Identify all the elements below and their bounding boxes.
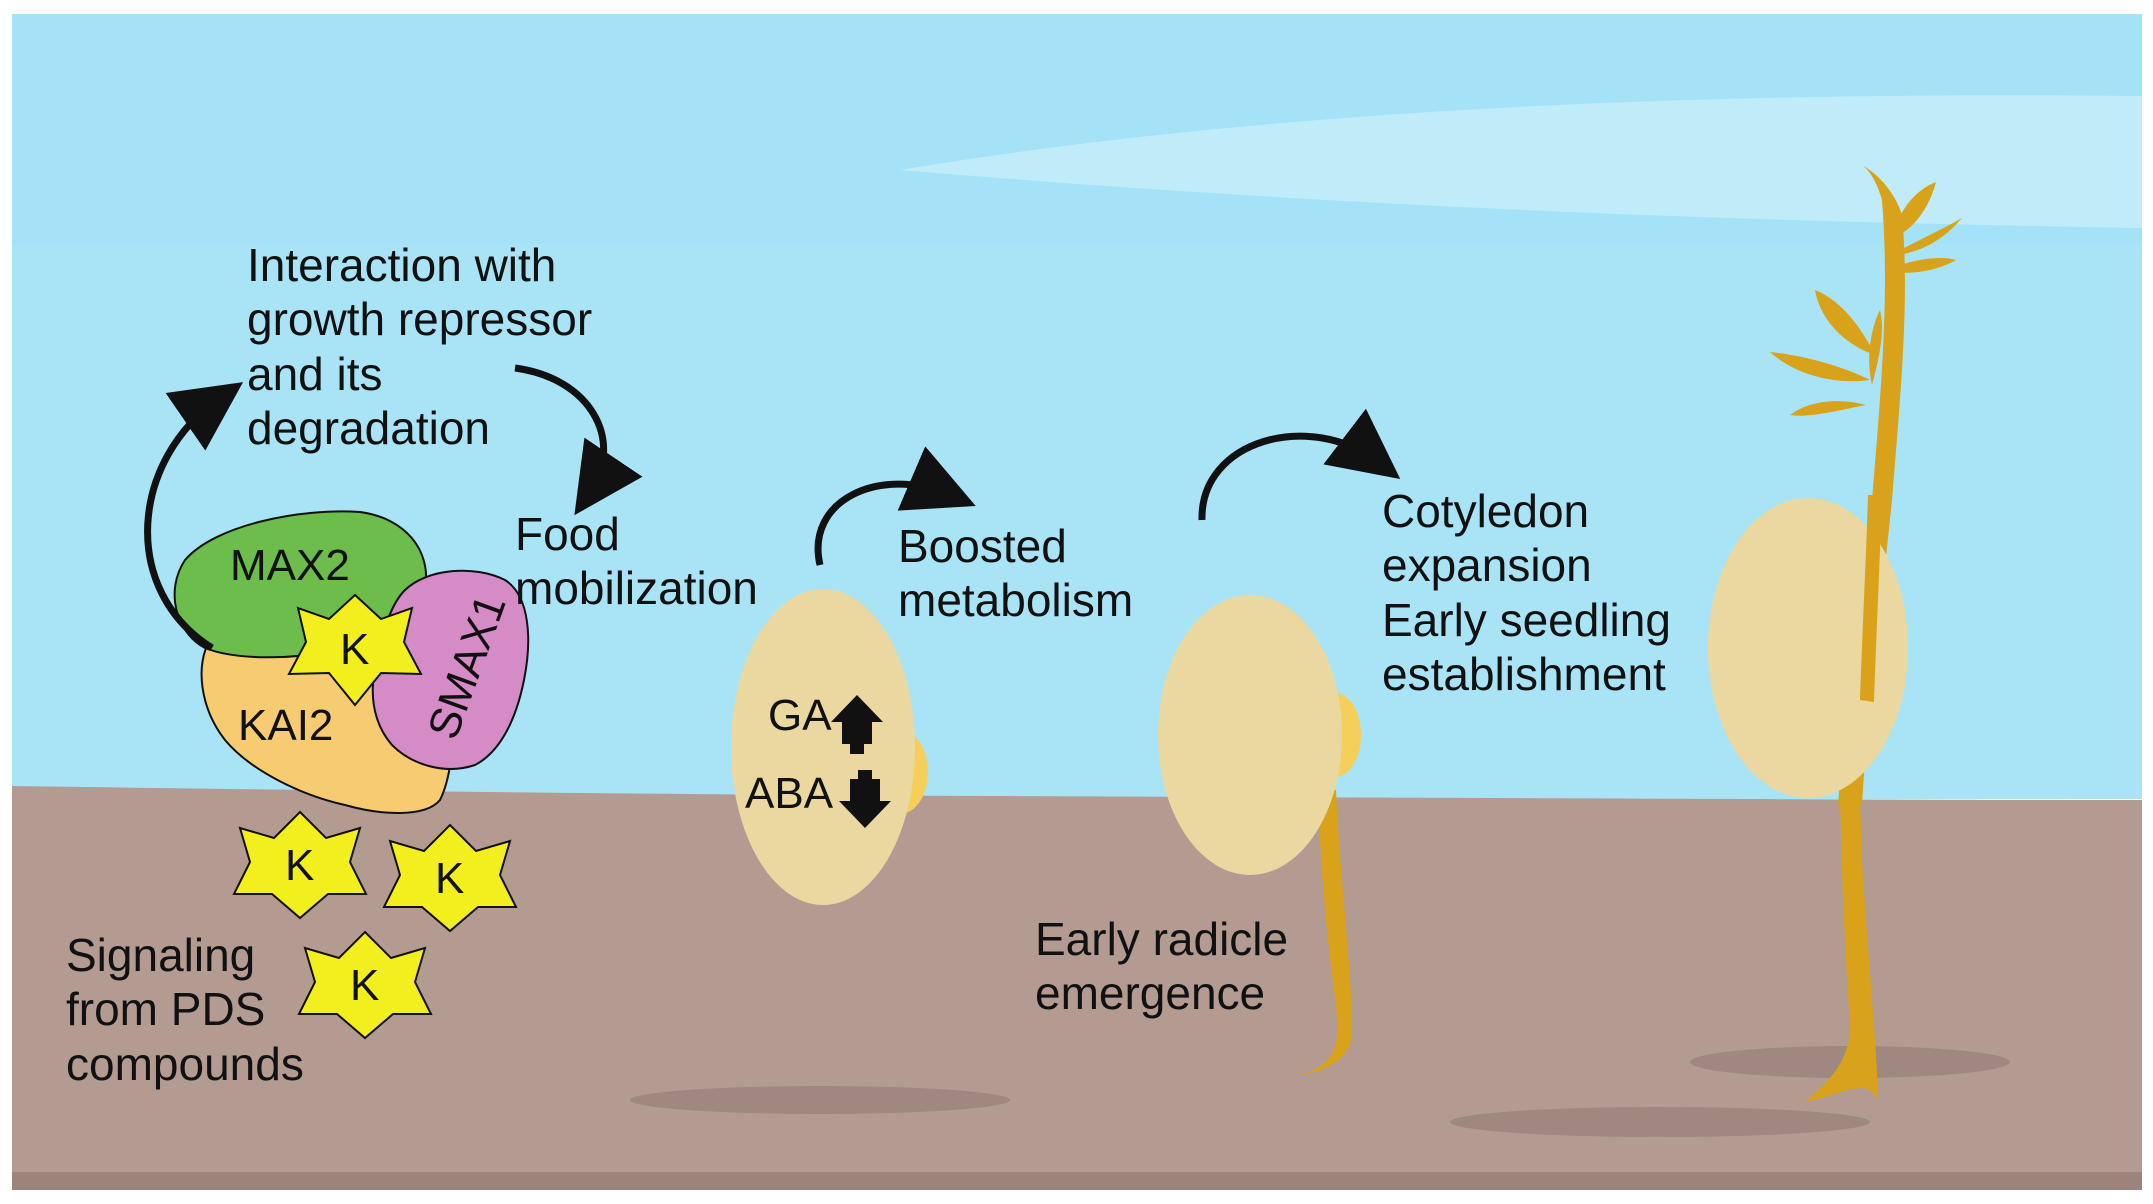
aba-label: ABA: [745, 769, 834, 818]
karrikin-star-complex: [287, 593, 423, 707]
boosted-metabolism-label: Boosted metabolism: [898, 520, 1134, 627]
stem-overlap: [1860, 495, 1882, 702]
leaf-3: [1886, 258, 1956, 273]
leaf-4: [1815, 290, 1875, 355]
karrikin-star-1: [232, 810, 368, 920]
seed-1: [731, 589, 915, 905]
soil-ground: [12, 786, 2142, 1190]
karrikin-label-complex: K: [340, 625, 370, 674]
kai2-label: KAI2: [238, 701, 334, 750]
seed-shadow-3: [1450, 1107, 1870, 1137]
karrikin-label-3: K: [350, 961, 380, 1010]
karrikin-label-2: K: [435, 854, 465, 903]
soil-bottom-edge: [12, 1172, 2142, 1190]
leaf-1: [1892, 182, 1936, 238]
ga-label: GA: [768, 691, 832, 740]
max2-label: MAX2: [230, 541, 350, 590]
aba-down-arrow-icon: [839, 770, 891, 828]
arrow-to-cotyledon: [1198, 408, 1401, 521]
karrikin-star-3: [297, 930, 433, 1040]
leaf-7: [1869, 310, 1883, 385]
radicle-label: Early radicle emergence: [1035, 913, 1289, 1020]
karrikin-star-2: [382, 823, 518, 933]
cotyledon-label: Cotyledon expansion Early seedling estab…: [1382, 485, 1671, 700]
food-mobilization-label: Food mobilization: [515, 508, 758, 615]
arrow-to-food: [514, 364, 643, 516]
leaf-6: [1790, 401, 1866, 416]
signaling-label: Signaling from PDS compounds: [66, 929, 304, 1090]
seed-2: [1158, 595, 1342, 875]
karrikin-label-1: K: [285, 841, 315, 890]
leaf-5: [1770, 352, 1870, 382]
seedling-root: [1805, 800, 1878, 1102]
radicle-root: [1300, 790, 1352, 1075]
interaction-label: Interaction with growth repressor and it…: [247, 239, 593, 454]
cotyledon: [1708, 498, 1908, 798]
seed-shadow-1: [630, 1086, 1010, 1114]
arrow-to-boosted: [814, 446, 976, 566]
ga-up-arrow-icon: [831, 695, 883, 754]
cycle-arrow-left: [144, 382, 244, 651]
cloud-wisp: [900, 95, 2142, 228]
